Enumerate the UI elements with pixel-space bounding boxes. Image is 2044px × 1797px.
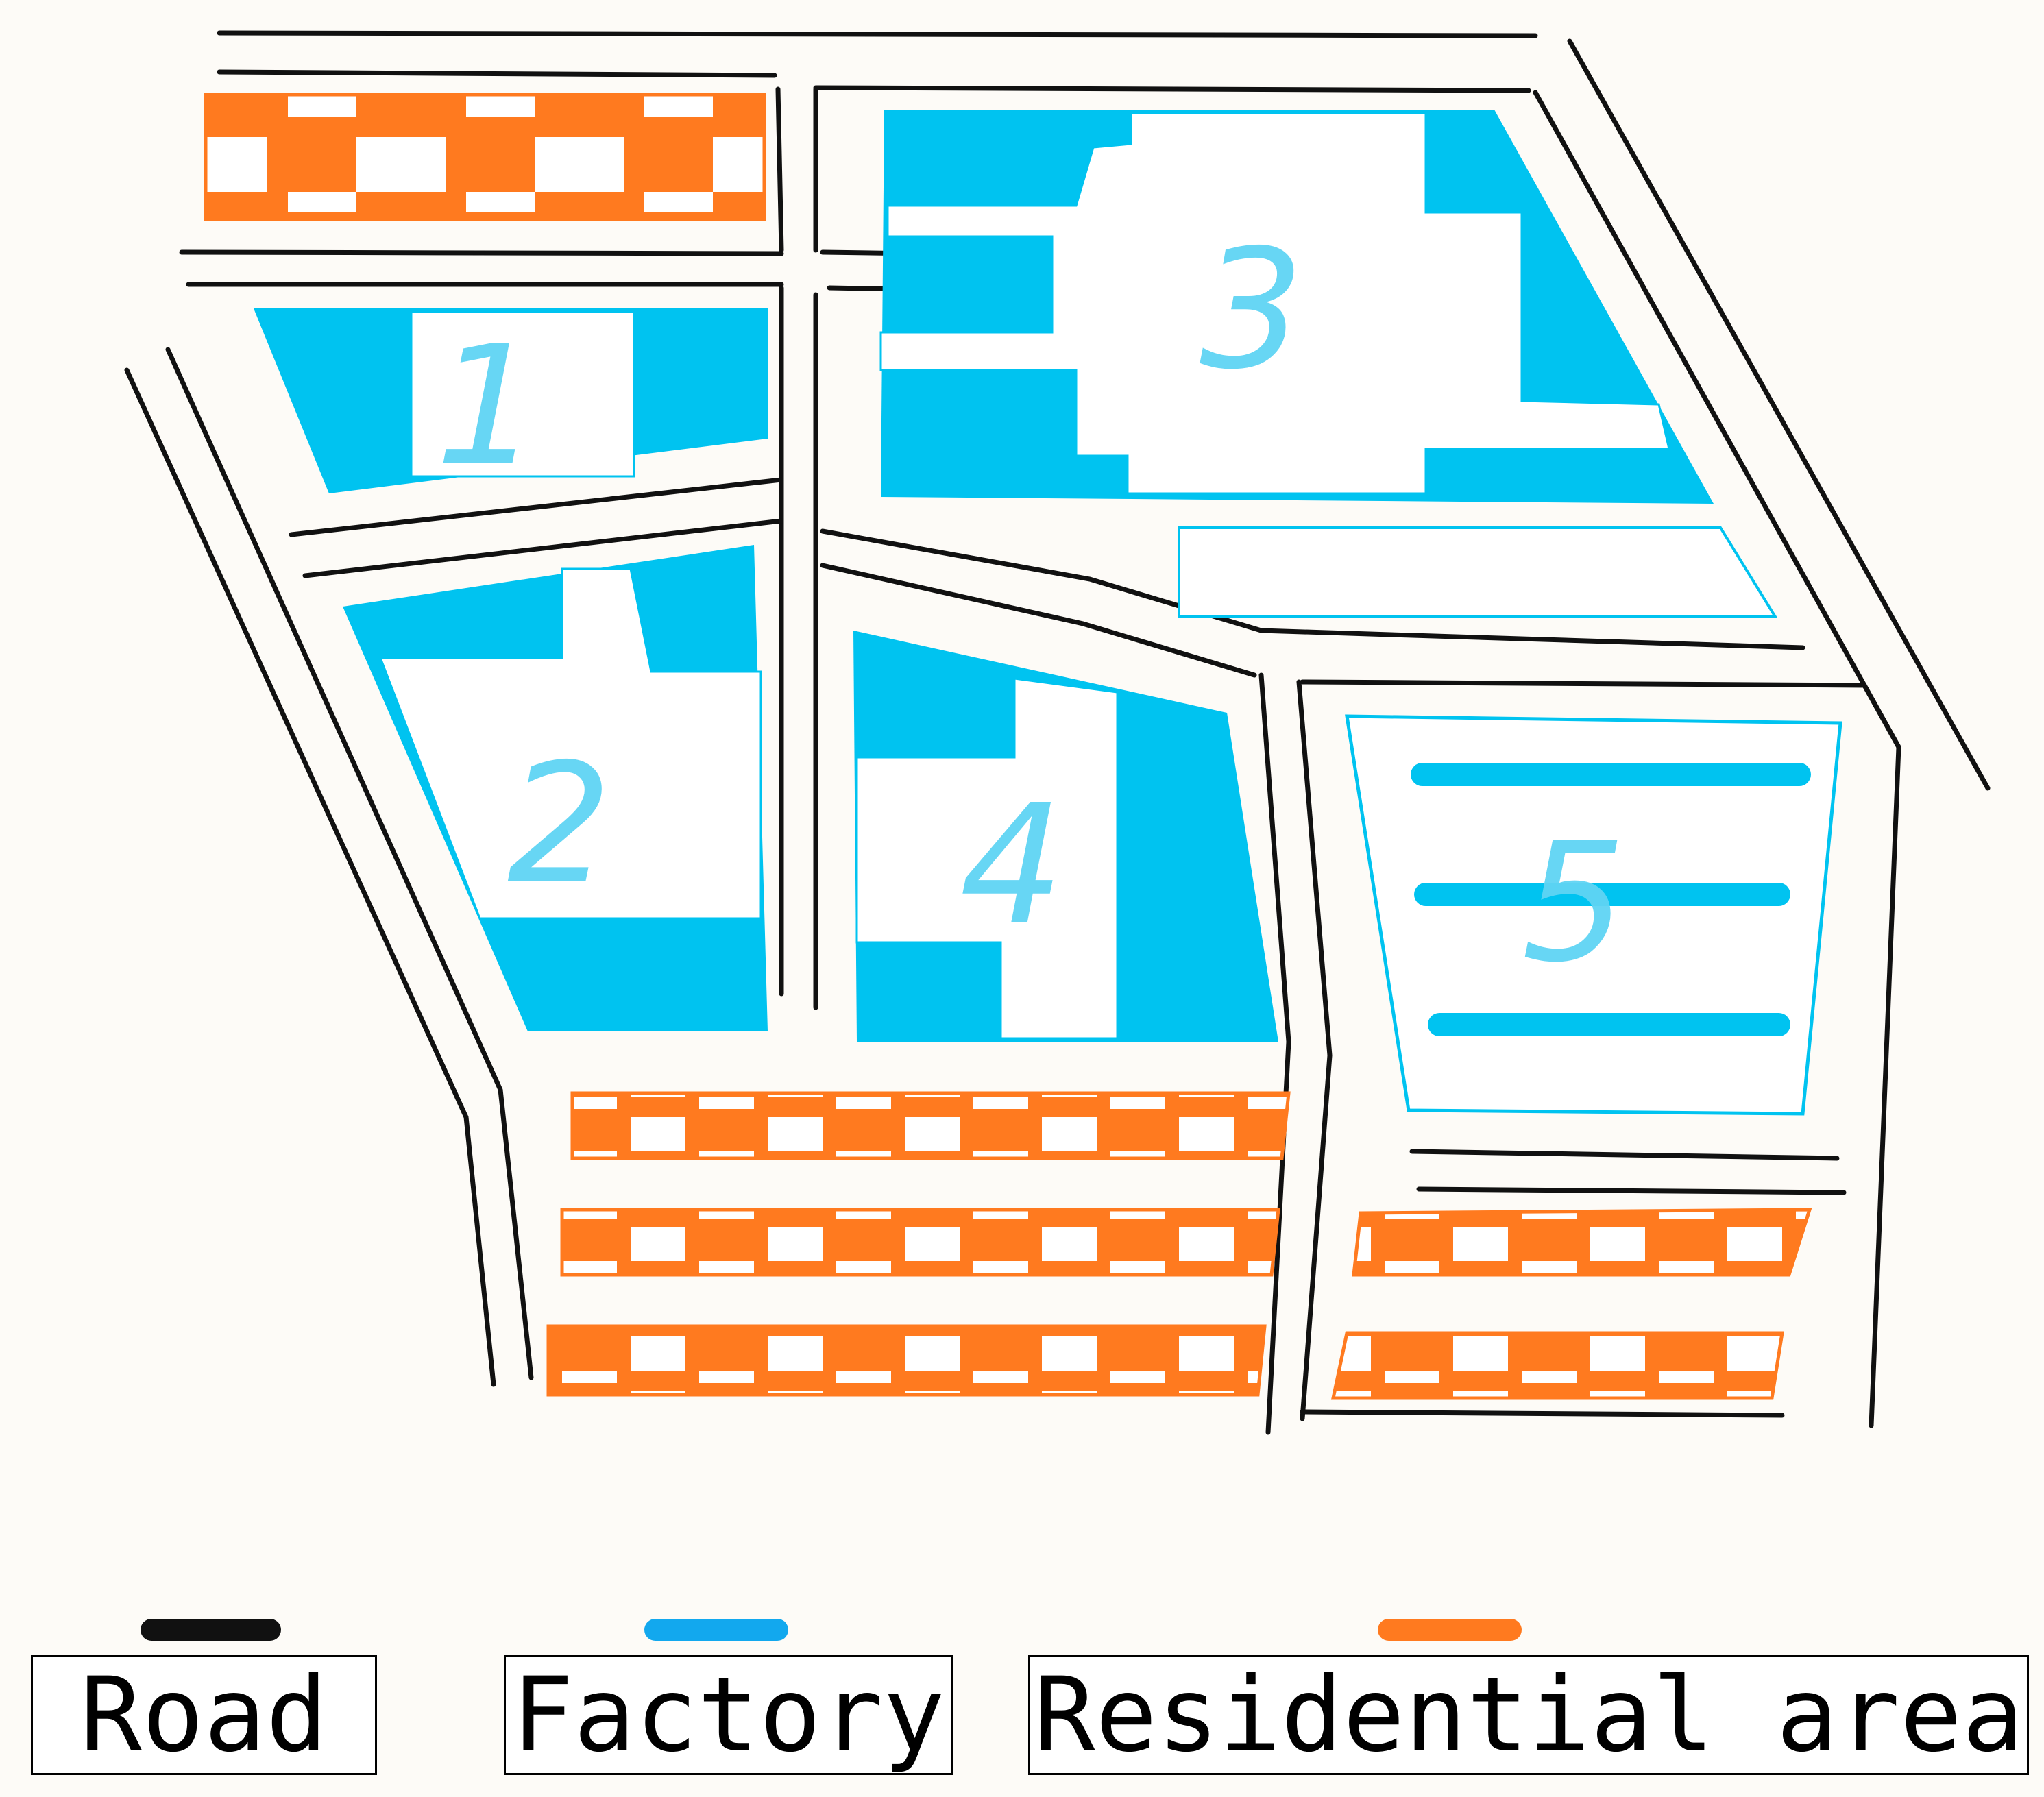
block-3-label: 3 <box>1200 214 1304 406</box>
residential-top <box>204 93 766 221</box>
road-west-outer <box>124 367 496 1387</box>
road-h8 <box>1300 1409 1785 1418</box>
road-legend-swatch <box>141 1619 281 1641</box>
road-h5 <box>1300 679 1867 688</box>
road-v5 <box>1258 672 1291 1435</box>
road-east-inner <box>1533 90 1901 750</box>
road-v6 <box>1296 679 1333 1421</box>
residential-row-2 <box>560 1208 1280 1277</box>
block-1-label: 1 <box>435 310 540 502</box>
road-top-1 <box>217 30 1538 38</box>
residential-legend-swatch <box>1378 1619 1522 1641</box>
residential-row-1 <box>570 1091 1291 1160</box>
roads <box>124 30 1991 1435</box>
residential-right-1 <box>1352 1208 1812 1277</box>
factory-legend-swatch <box>644 1619 788 1641</box>
block-4-label: 4 <box>960 769 1064 961</box>
block-3 <box>879 110 1778 618</box>
road-mid-v1 <box>775 86 784 253</box>
factory-blocks <box>254 110 1842 1116</box>
road-h7 <box>1416 1186 1847 1195</box>
road-diag-b <box>302 518 784 578</box>
block-3-strip <box>1178 526 1778 618</box>
road-top-3 <box>813 85 1531 93</box>
road-diag-c <box>820 528 1805 650</box>
block-labels: 1 2 3 4 5 <box>435 214 1627 999</box>
block-1 <box>254 308 768 493</box>
residential-areas <box>204 93 1812 1400</box>
block-4 <box>853 631 1278 1042</box>
residential-row-3 <box>546 1324 1267 1397</box>
block-2-label: 2 <box>507 728 612 920</box>
road-legend-label: Road <box>31 1655 377 1775</box>
road-h6 <box>1409 1149 1840 1161</box>
factory-legend-label: Factory <box>504 1655 953 1775</box>
road-east-outer <box>1567 38 1991 791</box>
road-h1 <box>179 249 784 256</box>
residential-right-2 <box>1330 1331 1784 1400</box>
block-2 <box>343 545 768 1031</box>
road-v7 <box>1862 683 1901 1428</box>
block-5-label: 5 <box>1522 807 1627 999</box>
road-diag-d <box>820 563 1257 678</box>
road-diag-a <box>289 477 784 537</box>
road-west-inner <box>165 347 534 1380</box>
block-5 <box>1345 714 1842 1116</box>
residential-legend-label: Residential area <box>1028 1655 2029 1775</box>
map-diagram: 1 2 3 4 5 <box>124 30 1991 1435</box>
road-top-2 <box>217 69 777 78</box>
